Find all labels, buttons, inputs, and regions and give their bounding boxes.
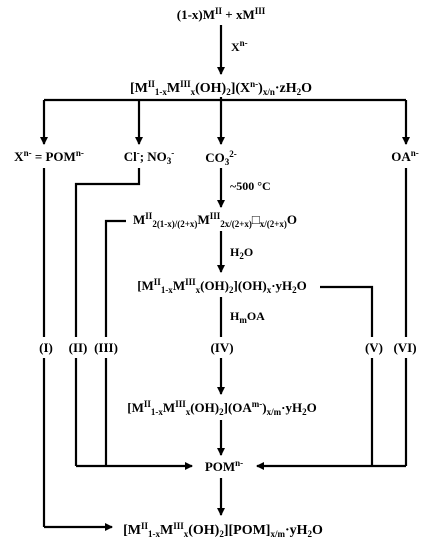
pom-node-label: POMn- <box>205 458 243 474</box>
carbonate-label: CO32- <box>205 149 237 167</box>
organic-acid-label: HmOA <box>230 309 265 325</box>
anion-xn-label: Xn- <box>231 38 248 54</box>
hydroxide-ldh-formula: [MII1-xMIIIx(OH)2](OH)x·yH2O <box>137 277 307 295</box>
route-iii-label: (III) <box>94 340 118 355</box>
reactant-formula: (1-x)MII + xMIII <box>177 6 266 22</box>
route-v-label: (V) <box>365 340 383 355</box>
parent-ldh-formula: [MII1-xMIIIx(OH)2](Xn-)x/n·zH2O <box>130 79 312 97</box>
water-label: H2O <box>230 245 253 261</box>
route-vi-label: (VI) <box>393 340 416 355</box>
calcination-temperature-label: ~500 °C <box>230 179 271 193</box>
pom-branch-label: Xn- = POMn- <box>14 148 84 164</box>
mixed-oxide-formula: MII2(1-x)/(2+x)MIII2x/(2+x)□x/(2+x)O <box>133 211 297 229</box>
organic-anion-label: OAn- <box>391 148 419 164</box>
route-ii-label: (II) <box>69 340 88 355</box>
chloride-nitrate-label: Cl-; NO3- <box>124 148 175 166</box>
pom-ldh-product-formula: [MII1-xMIIIx(OH)2][POM]x/m·yH2O <box>123 521 323 539</box>
route-i-label: (I) <box>39 340 53 355</box>
route-iv-label: (IV) <box>210 340 233 355</box>
connector-lines <box>40 25 410 531</box>
oa-ldh-formula: [MII1-xMIIIx(OH)2](OAm-)x/m·yH2O <box>127 399 316 417</box>
